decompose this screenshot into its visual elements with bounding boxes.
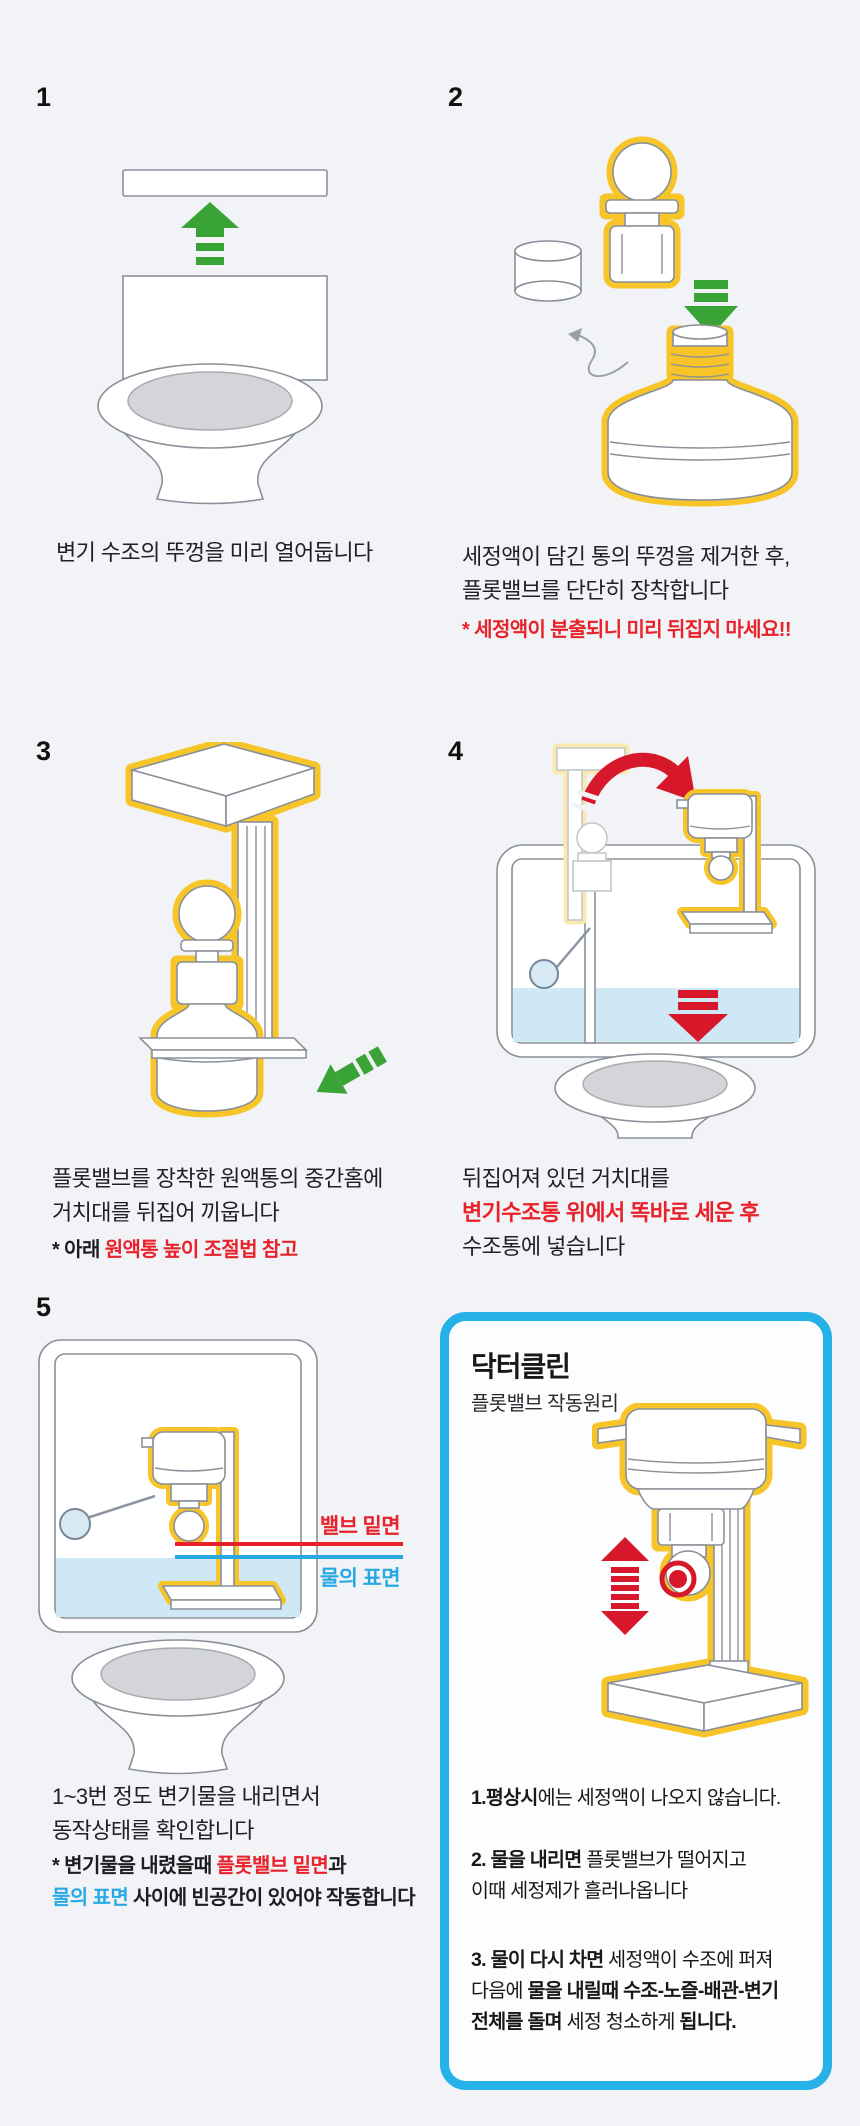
p3-l3a: 전체를 돌며 [471, 2011, 563, 2033]
step2-caption-line1: 세정액이 담긴 통의 뚜껑을 제거한 후, [462, 544, 790, 569]
p3-line3: 전체를 돌며 세정 청소하게 됩니다. [471, 2007, 778, 2038]
principle-item-1: 1.평상시에는 세정액이 나오지 않습니다. [471, 1783, 781, 1814]
step5-note-line1: * 변기물을 내렸을때 플롯밸브 밑면과 [52, 1850, 347, 1882]
p3-bold: 3. 물이 다시 차면 [471, 1949, 604, 1971]
down-arrow-icon [668, 990, 728, 1042]
holder-ghost [552, 743, 630, 925]
down-arrow-icon [684, 280, 738, 336]
highlight-ring-icon [659, 1560, 697, 1598]
principle-item-3: 3. 물이 다시 차면 세정액이 수조에 퍼져 다음에 물을 내릴때 수조-노즐… [471, 1945, 779, 2038]
step3-note: * 아래 원액통 높이 조절법 참고 [52, 1234, 298, 1266]
principle-item-2: 2. 물을 내리면 플롯밸브가 떨어지고 이때 세정제가 흘러나옵니다 [471, 1845, 747, 1907]
p2-line2: 이때 세정제가 흘러나옵니다 [471, 1880, 688, 1902]
up-arrow-icon [181, 202, 239, 265]
step2-warning-note: * 세정액이 분출되니 미리 뒤집지 마세요!! [462, 619, 791, 641]
double-arrow-icon [601, 1537, 649, 1635]
info-box-subtitle: 플롯밸브 작동원리 [471, 1393, 619, 1415]
step1-illustration [97, 169, 328, 505]
step5-note2-blue: 물의 표면 [52, 1887, 129, 1909]
p3-l2a: 다음에 [471, 1980, 528, 2002]
water-surface-label: 물의 표면 [319, 1567, 401, 1590]
p3-line2: 다음에 물을 내릴때 수조-노즐-배관-변기 [471, 1976, 779, 2007]
p1-rest: 에는 세정액이 나오지 않습니다. [537, 1787, 782, 1809]
step1-caption: 변기 수조의 뚜껑을 미리 열어둡니다 [56, 540, 373, 565]
valve-bottom-line [175, 1542, 403, 1546]
flip-arrow-icon [571, 752, 696, 815]
bottle-cap [514, 240, 582, 302]
step5-note-line2: 물의 표면 사이에 빈공간이 있어야 작동합니다 [52, 1882, 416, 1914]
step1-number: 1 [36, 82, 52, 112]
info-box-illustration [592, 1403, 809, 1738]
step3-caption-line2: 거치대를 뒤집어 끼웁니다 [52, 1200, 280, 1225]
step2-illustration [514, 136, 799, 507]
cleaner-bottle [607, 324, 793, 501]
p2-rest: 플롯밸브가 떨어지고 [581, 1849, 747, 1871]
step2-number: 2 [448, 82, 464, 112]
step3-caption-line1: 플롯밸브를 장착한 원액통의 중간홈에 [52, 1166, 383, 1191]
step4-caption-line1: 뒤집어져 있던 거치대를 [462, 1166, 670, 1191]
valve-bottom-label: 밸브 밑면 [319, 1515, 401, 1538]
step5-number: 5 [36, 1292, 52, 1322]
step3-number: 3 [36, 736, 52, 766]
step3-note-prefix: * 아래 [52, 1239, 105, 1261]
step4-number: 4 [448, 736, 464, 766]
p3-line1: 3. 물이 다시 차면 세정액이 수조에 퍼져 [471, 1945, 778, 1976]
step5-note1-red: 플롯밸브 밑면 [216, 1855, 329, 1877]
toilet-bowl [71, 1639, 285, 1775]
step5-caption-line2: 동작상태를 확인합니다 [52, 1818, 255, 1843]
p3-l2b: 물을 내릴때 수조-노즐-배관-변기 [527, 1980, 779, 2002]
p3-rest: 세정액이 수조에 퍼져 [603, 1949, 773, 1971]
step2-caption-line2: 플롯밸브를 단단히 장착합니다 [462, 578, 729, 603]
curl-arrow-icon [568, 328, 629, 378]
step5-note2-b: 사이에 빈공간이 있어야 작동합니다 [128, 1887, 415, 1909]
step3-illustration [125, 742, 387, 1118]
float-ball [59, 1494, 156, 1540]
down-left-arrow-icon [316, 1046, 387, 1094]
float-ball [529, 927, 591, 989]
step5-caption-line1: 1~3번 정도 변기물을 내리면서 [52, 1784, 321, 1809]
toilet-bowl [97, 363, 323, 505]
tank-water [513, 988, 799, 1042]
device-upright [676, 793, 774, 934]
step4-caption-line2: 변기수조통 위에서 똑바로 세운 후 [462, 1200, 760, 1225]
toilet-bowl [554, 1053, 756, 1139]
toilet-tank [122, 275, 328, 381]
p3-l3c: 됩니다. [679, 2011, 737, 2033]
toilet-tank-cutaway [496, 844, 816, 1058]
tank-lid [122, 169, 328, 197]
float-valve [605, 142, 679, 283]
info-box: 닥터클린 플롯밸브 작동원리 [440, 1312, 832, 2090]
step3-note-red: 원액통 높이 조절법 참고 [104, 1239, 298, 1261]
device-in-tank [141, 1431, 283, 1610]
p3-l3b: 세정 청소하게 [561, 2011, 680, 2033]
holder-bracket [138, 1037, 308, 1059]
p2-line1: 2. 물을 내리면 플롯밸브가 떨어지고 [471, 1845, 747, 1876]
step4-caption-line3: 수조통에 넣습니다 [462, 1234, 625, 1259]
step5-illustration [38, 1339, 403, 1775]
step5-note1-c: 과 [328, 1855, 347, 1877]
p2-bold: 2. 물을 내리면 [471, 1849, 582, 1871]
step5-note1-a: * 변기물을 내렸을때 [52, 1855, 217, 1877]
info-box-title: 닥터클린 [471, 1351, 571, 1382]
water-surface-line [175, 1555, 403, 1559]
step4-illustration [496, 743, 816, 1139]
p1-bold: 1.평상시 [471, 1787, 538, 1809]
